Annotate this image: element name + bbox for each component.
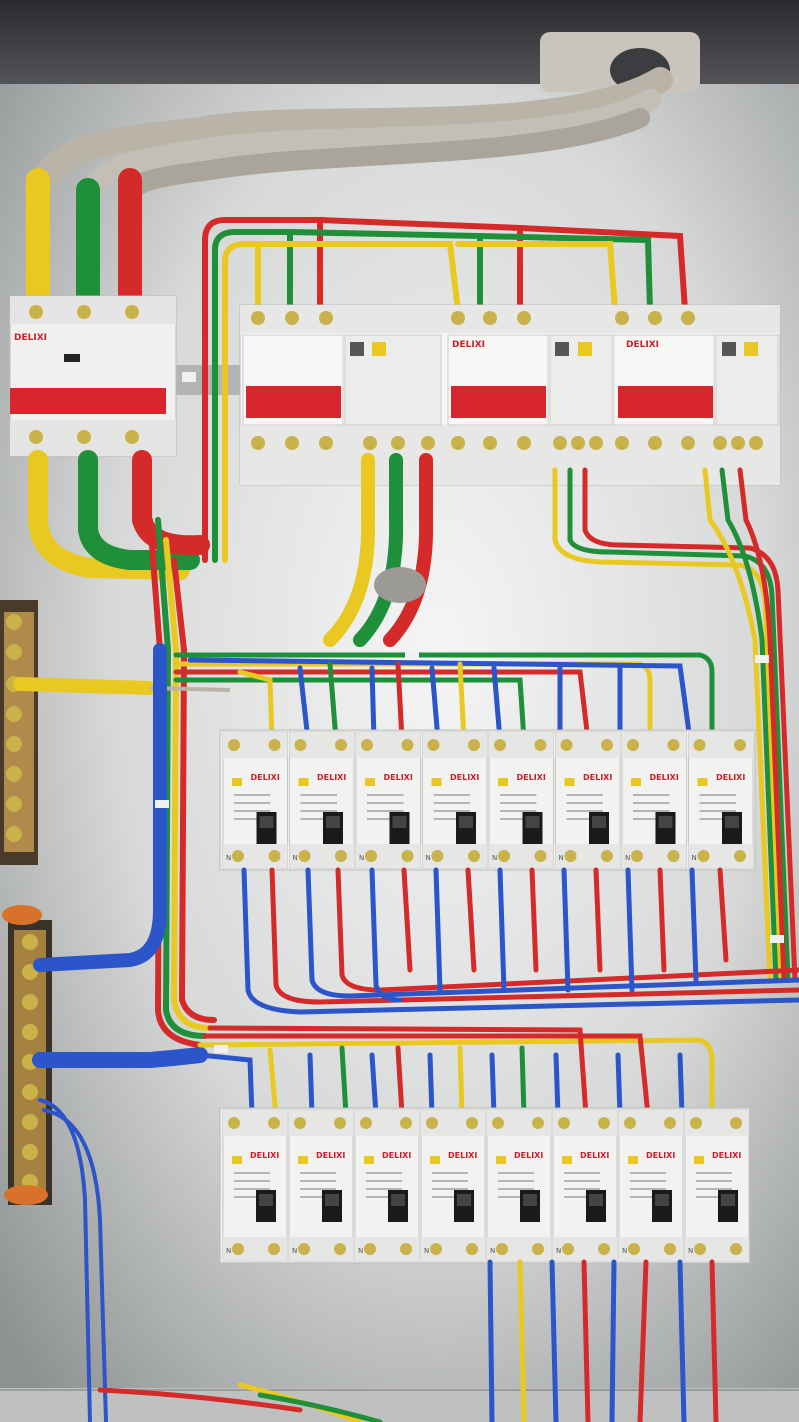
mcb-row-1-modules: DELIXINDELIXINDELIXINDELIXINDELIXINDELIX… [222, 731, 754, 869]
row1-supply-wires [173, 652, 715, 743]
neutral-mark: N [226, 854, 231, 862]
mcb-module: DELIXI N [618, 1109, 684, 1262]
mcb-row-2: DELIXINDELIXINDELIXINDELIXINDELIXINDELIX… [219, 1107, 751, 1264]
mcb-module: DELIXI N [422, 731, 488, 869]
main-phase-wires [26, 168, 142, 312]
top-feed-wires [202, 217, 688, 563]
neutral-mark: N [226, 1247, 231, 1255]
rcbo-unit: DELIXI [613, 334, 779, 426]
cable-ties [155, 372, 784, 1053]
neutral-mark: N [625, 854, 630, 862]
svg-text:DELIXI: DELIXI [14, 333, 47, 343]
neutral-wires [32, 643, 208, 1422]
mcb-module: DELIXI N [222, 1109, 288, 1262]
rcbo-outgoing-cable [323, 453, 434, 647]
brand-label: DELIXI [448, 1151, 477, 1160]
svg-text:DELIXI: DELIXI [626, 340, 659, 350]
mcb-module: DELIXI N [288, 1109, 354, 1262]
brand-label: DELIXI [384, 773, 413, 782]
mcb-row-1: DELIXINDELIXINDELIXINDELIXINDELIXINDELIX… [219, 729, 756, 871]
neutral-mark: N [492, 854, 497, 862]
brand-label: DELIXI [583, 773, 612, 782]
mcb-module: DELIXI N [621, 731, 687, 869]
mcb-module: DELIXI N [486, 1109, 552, 1262]
rcbo-unit [242, 334, 442, 426]
earth-busbar [0, 600, 231, 865]
rcbo-group: DELIXI DELIXI [239, 304, 781, 486]
rcbo-terminals [251, 311, 763, 450]
neutral-mark: N [559, 854, 564, 862]
brand-label: DELIXI [316, 1151, 345, 1160]
neutral-mark: N [424, 1247, 429, 1255]
mcb-module: DELIXI N [555, 731, 621, 869]
neutral-mark: N [292, 1247, 297, 1255]
neutral-mark: N [688, 1247, 693, 1255]
neutral-mark: N [426, 854, 431, 862]
mcb-module: DELIXI N [420, 1109, 486, 1262]
brand-label: DELIXI [712, 1151, 741, 1160]
brand-label: DELIXI [382, 1151, 411, 1160]
brand-label: DELIXI [580, 1151, 609, 1160]
neutral-mark: N [622, 1247, 627, 1255]
cable-entry-gland [540, 32, 700, 92]
left-distribution-trunk [147, 517, 217, 1048]
brand-label: DELIXI [317, 773, 346, 782]
mcb-module: DELIXI N [552, 1109, 618, 1262]
mcb-module: DELIXI N [289, 731, 355, 869]
neutral-mark: N [358, 1247, 363, 1255]
brand-label: DELIXI [450, 773, 479, 782]
row2-outgoing-wires [487, 1259, 719, 1422]
brand-label: DELIXI [646, 1151, 675, 1160]
neutral-mark: N [293, 854, 298, 862]
brand-label: DELIXI [517, 773, 546, 782]
svg-text:DELIXI: DELIXI [452, 340, 485, 350]
mcb-row-2-modules: DELIXINDELIXINDELIXINDELIXINDELIXINDELIX… [222, 1109, 750, 1262]
main-breaker: DELIXI [9, 295, 177, 457]
right-riser-wires [552, 467, 798, 983]
bottom-wires [97, 1382, 383, 1422]
brand-label: DELIXI [716, 773, 745, 782]
neutral-mark: N [359, 854, 364, 862]
mcb-module: DELIXI N [355, 731, 421, 869]
mcb-module: DELIXI N [354, 1109, 420, 1262]
mcb-module: DELIXI N [488, 731, 554, 869]
brand-label: DELIXI [251, 773, 280, 782]
row1-outgoing-wires [241, 867, 799, 1015]
rcbo-unit: DELIXI [447, 334, 613, 426]
mcb-module: DELIXI N [688, 731, 754, 869]
row2-supply-wires [197, 1025, 715, 1118]
brand-label: DELIXI [650, 773, 679, 782]
mcb-module: DELIXI N [222, 731, 288, 869]
incoming-cable-bundle [25, 67, 673, 211]
neutral-mark: N [556, 1247, 561, 1255]
neutral-mark: N [490, 1247, 495, 1255]
neutral-mark: N [692, 854, 697, 862]
brand-label: DELIXI [514, 1151, 543, 1160]
brand-label: DELIXI [250, 1151, 279, 1160]
mcb-module: DELIXI N [684, 1109, 750, 1262]
